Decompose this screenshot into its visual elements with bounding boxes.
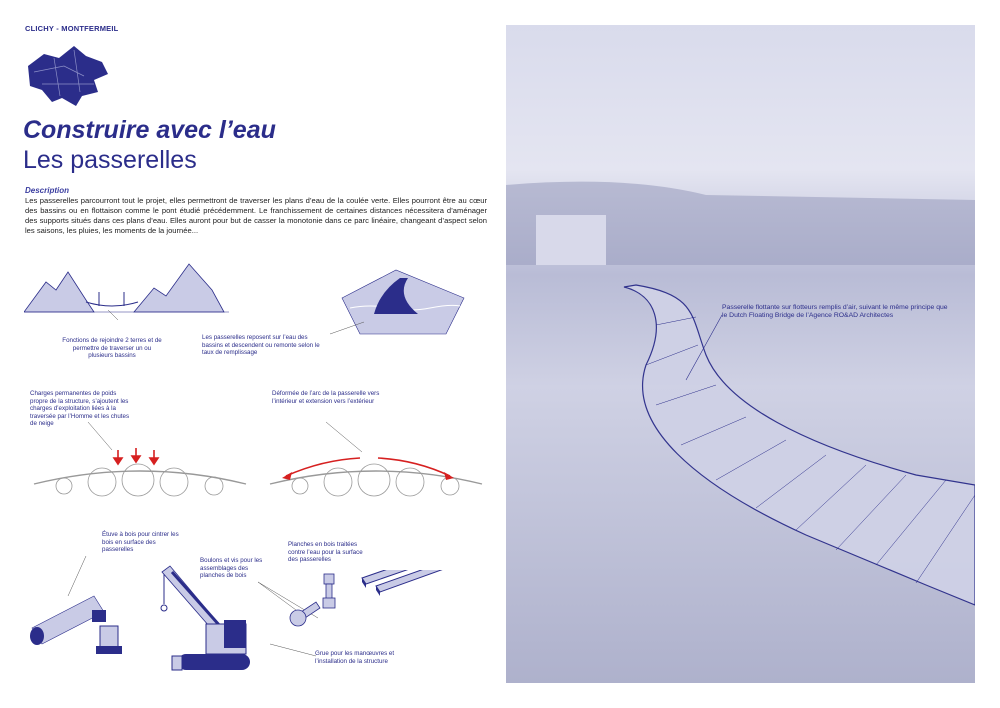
- caption-mountains: Fonctions de rejoindre 2 terres et de pe…: [62, 337, 162, 360]
- bolts-planks-illustration: [257, 570, 443, 657]
- caption-crane: Grue pour les manœuvres et l’installatio…: [315, 650, 395, 665]
- caption-steam: Étuve à bois pour cintrer les bois en su…: [102, 531, 179, 554]
- description-heading: Description: [25, 186, 70, 195]
- caption-bolts: Boulons et vis pour les assemblages des …: [200, 557, 263, 580]
- deformation-arch-diagram: [269, 421, 483, 497]
- page-subtitle: Les passerelles: [23, 146, 197, 174]
- caption-deformation: Déformée de l’arc de la passerelle vers …: [272, 390, 380, 405]
- city-map-icon: [28, 46, 108, 106]
- caption-loads: Charges permanentes de poids propre de l…: [30, 390, 130, 428]
- description-body: Les passerelles parcourront tout le proj…: [25, 196, 487, 235]
- floating-bridge-photo: [506, 25, 975, 683]
- brand-label: CLICHY - MONTFERMEIL: [25, 24, 119, 33]
- crane-illustration: [160, 565, 250, 671]
- mountains-bridge-illustration: [24, 263, 229, 320]
- caption-planks: Planches en bois traitées contre l’eau p…: [288, 541, 363, 564]
- page-title: Construire avec l’eau: [23, 116, 276, 144]
- loads-arch-diagram: [33, 421, 247, 497]
- caption-basin: Les passerelles reposent sur l’eau des b…: [202, 334, 320, 357]
- basin-illustration: [330, 269, 465, 335]
- steam-box-illustration: [30, 555, 122, 654]
- floating-bridge-drawing: [506, 181, 975, 606]
- caption-photo: Passerelle flottante sur flotteurs rempl…: [722, 304, 948, 319]
